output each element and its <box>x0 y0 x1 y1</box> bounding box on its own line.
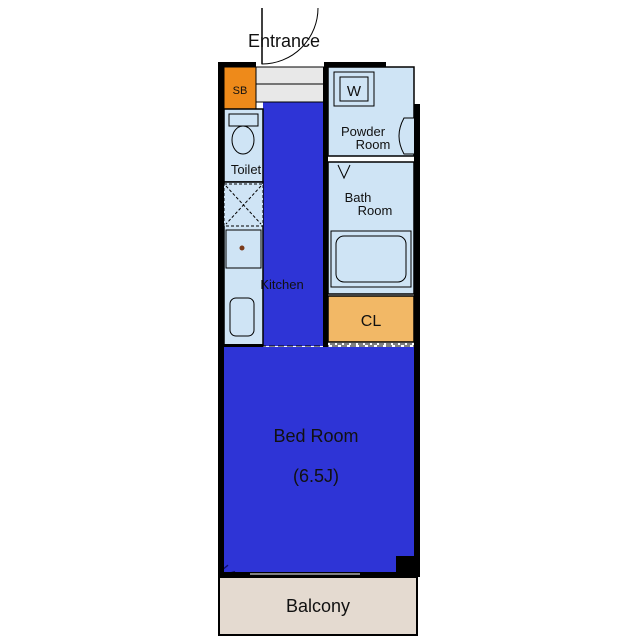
bath-door-icon <box>337 164 351 180</box>
closet-label: CL <box>361 313 382 330</box>
sink-icon <box>229 297 255 337</box>
kitchen-label: Kitchen <box>260 277 303 292</box>
entrance-area <box>255 7 325 103</box>
toilet-tank-icon <box>228 113 259 127</box>
closet <box>327 295 415 345</box>
toilet-label: Toilet <box>231 162 262 177</box>
balcony-label: Balcony <box>286 596 350 616</box>
shoe-box-label: SB <box>233 85 248 97</box>
toilet-room <box>223 108 264 183</box>
kitchen-counter <box>223 181 264 347</box>
bath-room-label-line1: Bath <box>345 190 372 205</box>
balcony <box>218 576 418 636</box>
bed-room-size-label: (6.5J) <box>293 466 339 486</box>
washer-label: W <box>347 83 362 100</box>
hallway-floor <box>263 102 324 346</box>
entrance-label: Entrance <box>248 31 320 51</box>
bed-room-label: Bed Room <box>273 426 358 446</box>
powder-room-label-line1: Powder <box>341 124 386 139</box>
entrance-door-swing <box>261 7 319 65</box>
wash-basin-icon <box>398 117 414 155</box>
bathtub-icon <box>335 235 407 283</box>
toilet-bowl-icon <box>231 125 255 155</box>
interior-walls <box>224 67 416 347</box>
bath-room <box>327 161 415 295</box>
powder-room <box>327 66 415 157</box>
powder-room-label-line2: Room <box>356 137 391 152</box>
bed-room-floor <box>223 347 416 575</box>
bath-room-label-line2: Room <box>358 203 393 218</box>
shoe-box <box>223 66 257 110</box>
